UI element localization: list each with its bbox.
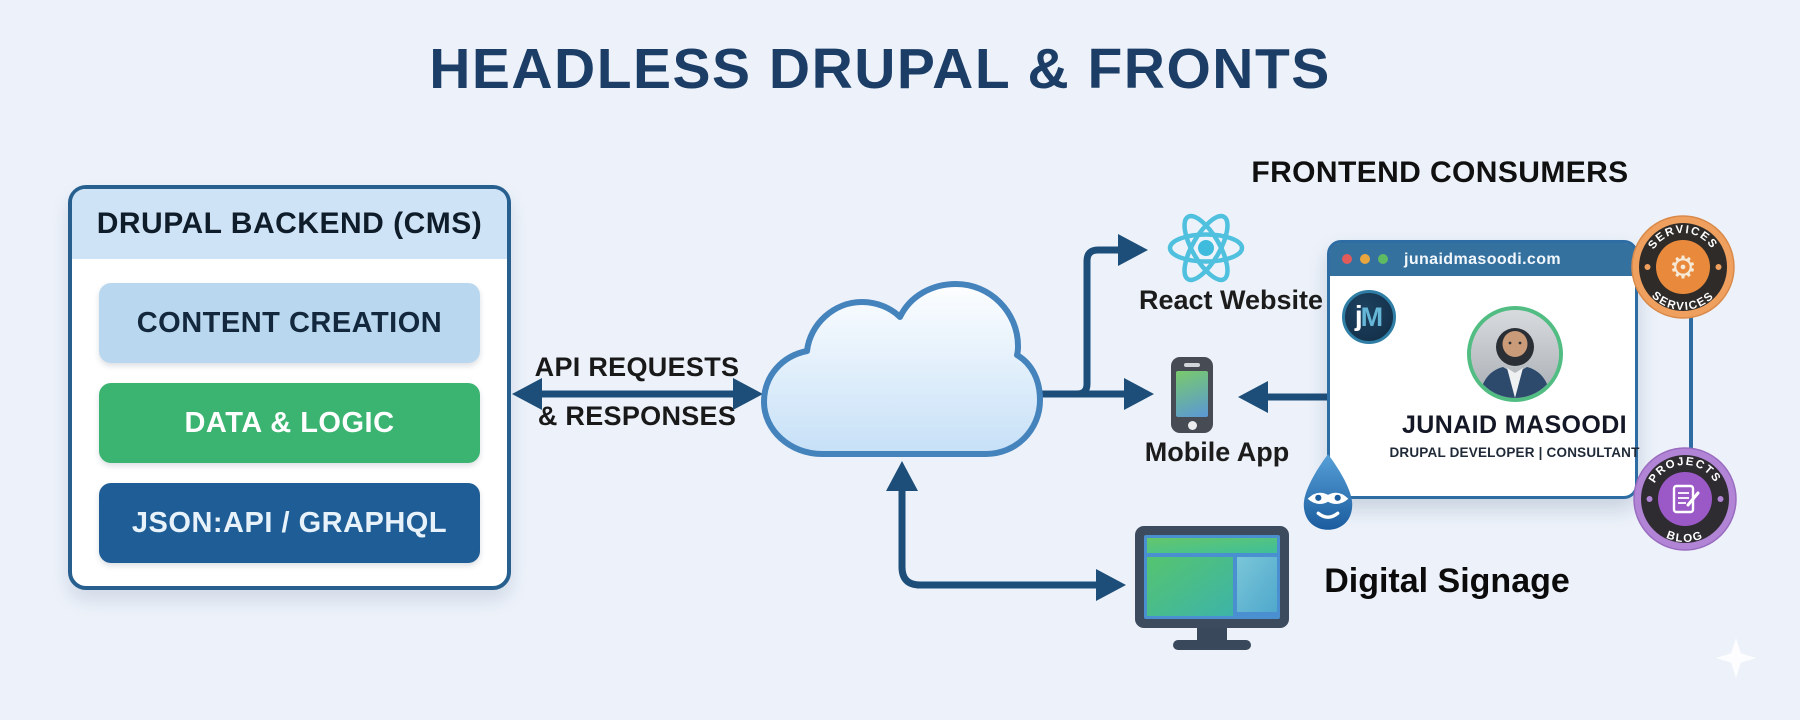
note-pencil-icon	[1672, 484, 1700, 514]
digital-signage-monitor-icon	[1135, 526, 1289, 650]
smartphone-icon	[1171, 357, 1213, 433]
api-responses-label: & RESPONSES	[537, 401, 737, 431]
react-website-label: React Website	[1138, 285, 1324, 315]
cloud-to-signage-arrow	[898, 484, 1102, 589]
browser-dot-green-icon	[1378, 254, 1388, 264]
frontend-consumers-heading: FRONTEND CONSUMERS	[1251, 156, 1629, 189]
phone-home-button	[1187, 421, 1197, 430]
backend-layers: CONTENT CREATION DATA & LOGIC JSON:API /…	[72, 259, 507, 586]
phone-speaker	[1184, 363, 1200, 367]
backend-header: DRUPAL BACKEND (CMS)	[72, 189, 507, 259]
person-name: JUNAID MASOODI	[1401, 411, 1628, 439]
cloud-icon	[761, 281, 1043, 457]
cloud-to-react-arrow	[1076, 246, 1124, 398]
jm-logo-j: j	[1354, 299, 1363, 331]
profile-block: JUNAID MASOODI DRUPAL DEVELOPER | CONSUL…	[1389, 276, 1639, 460]
layer-data-logic: DATA & LOGIC	[99, 383, 480, 463]
drupal-backend-box: DRUPAL BACKEND (CMS) CONTENT CREATION DA…	[68, 185, 511, 590]
react-atom-icon	[1167, 213, 1245, 283]
browser-dot-red-icon	[1342, 254, 1352, 264]
services-badge: SERVICES SERVICES ⚙	[1631, 215, 1735, 319]
avatar	[1466, 306, 1563, 402]
browser-dot-yellow-icon	[1360, 254, 1370, 264]
projects-badge-bottom-text: BLOG	[1665, 529, 1704, 545]
digital-signage-label: Digital Signage	[1324, 562, 1570, 600]
layer-content-creation: CONTENT CREATION	[99, 283, 480, 363]
browser-title-bar: junaidmasoodi.com	[1330, 243, 1635, 276]
phone-screen	[1176, 371, 1208, 417]
projects-blog-badge: PROJECTS BLOG	[1633, 447, 1737, 551]
jm-logo-m: M	[1360, 301, 1384, 332]
svg-text:BLOG: BLOG	[1665, 529, 1705, 545]
api-requests-label: API REQUESTS	[534, 352, 740, 382]
page-title: HEADLESS DRUPAL & FRONTS	[429, 37, 1331, 101]
person-role: DRUPAL DEVELOPER | CONSULTANT	[1389, 445, 1640, 460]
gear-wrench-icon: ⚙	[1669, 250, 1697, 286]
layer-json-api-graphql: JSON:API / GRAPHQL	[99, 483, 480, 563]
drupal-drop-icon	[1303, 454, 1353, 530]
browser-url: junaidmasoodi.com	[1403, 251, 1562, 268]
arrowheads	[512, 234, 1268, 601]
mobile-app-label: Mobile App	[1144, 437, 1290, 467]
avatar-illustration	[1470, 310, 1559, 398]
